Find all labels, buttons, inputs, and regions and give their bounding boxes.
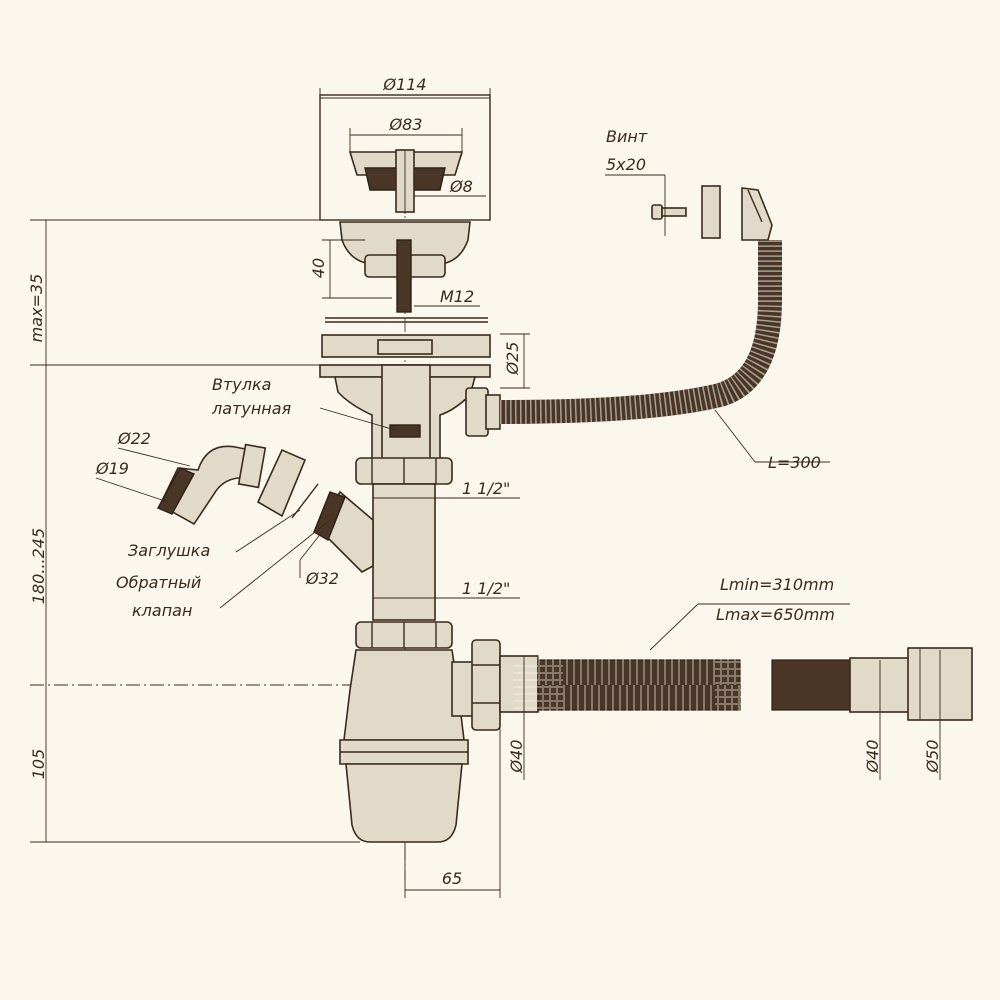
dim-d40-pipe: Ø40 <box>863 660 882 780</box>
dim-thread-lower: 1 1/2" <box>373 579 520 599</box>
dim-d25: Ø25 <box>500 333 530 389</box>
dim-thread-lower-text: 1 1/2" <box>462 579 510 598</box>
dim-h40-text: 40 <box>309 258 328 278</box>
label-hose-length: L=300 <box>768 453 821 472</box>
label-lmax: Lmax=650mm <box>716 605 835 624</box>
dim-d8: Ø8 <box>414 177 486 197</box>
label-check-valve-1: Обратный <box>116 573 201 592</box>
dim-d22-text: Ø22 <box>117 429 151 448</box>
dim-d32: Ø32 <box>299 531 339 588</box>
elbow-fitting <box>157 443 267 526</box>
label-screw-title: Винт <box>606 127 648 146</box>
upper-nut <box>355 457 453 485</box>
strainer-body <box>339 221 471 313</box>
dim-corr-length: Lmin=310mm Lmax=650mm <box>649 575 850 651</box>
label-lmin: Lmin=310mm <box>720 575 834 594</box>
dim-d19-text: Ø19 <box>95 459 129 478</box>
corrugated-pipe <box>513 635 973 735</box>
strainer-top-view <box>319 94 491 221</box>
dim-d22: Ø22 <box>117 429 191 467</box>
leader-check-valve <box>219 519 331 609</box>
label-brass-sleeve-1: Втулка <box>212 375 271 394</box>
dim-d32-text: Ø32 <box>305 569 339 588</box>
screw-icon <box>605 174 687 236</box>
union-nut <box>256 448 307 518</box>
dim-thread-upper: 1 1/2" <box>373 479 520 499</box>
dim-hose-length: L=300 <box>714 409 830 472</box>
gasket <box>321 317 491 358</box>
dim-thread-upper-text: 1 1/2" <box>462 479 510 498</box>
dim-d83: Ø83 <box>349 115 463 152</box>
dim-d114-text: Ø114 <box>382 75 426 94</box>
leader-plug <box>235 509 301 553</box>
dim-h40: 40 <box>309 239 392 299</box>
dim-max35-text: max=35 <box>27 274 46 343</box>
dim-d40-outlet-text: Ø40 <box>507 740 526 774</box>
bottle-trap <box>339 649 469 843</box>
lower-nut <box>355 621 453 649</box>
dim-m12: M12 <box>414 287 480 307</box>
dim-m12-text: M12 <box>440 287 474 306</box>
side-branch <box>313 490 374 573</box>
overflow-hose <box>499 187 782 424</box>
label-brass-sleeve-2: латунная <box>211 399 292 418</box>
dim-w65-text: 65 <box>442 869 462 888</box>
dim-h180-245-text: 180...245 <box>29 528 48 604</box>
outlet-nut <box>451 639 539 731</box>
dim-d83-text: Ø83 <box>389 115 423 134</box>
dim-d8-text: Ø8 <box>449 177 473 196</box>
dim-d40-outlet: Ø40 <box>500 655 528 780</box>
vertical-pipe <box>372 483 436 621</box>
dim-d50-pipe-text: Ø50 <box>923 740 942 774</box>
outlet-body <box>319 364 501 466</box>
label-screw-size: 5x20 <box>606 155 646 174</box>
dim-h105-text: 105 <box>29 749 48 780</box>
label-plug: Заглушка <box>128 541 210 560</box>
dim-d25-text: Ø25 <box>503 342 522 376</box>
overflow-cap <box>701 185 721 239</box>
dim-d50-pipe: Ø50 <box>923 650 942 780</box>
leader-brass-sleeve <box>319 407 396 431</box>
dim-d40-pipe-text: Ø40 <box>863 740 882 774</box>
left-dims: max=35 180...245 105 <box>27 219 360 843</box>
dim-d114: Ø114 <box>319 75 491 100</box>
dim-d19: Ø19 <box>95 459 169 503</box>
dim-w65: 65 <box>404 712 501 898</box>
label-check-valve-2: клапан <box>132 601 192 620</box>
